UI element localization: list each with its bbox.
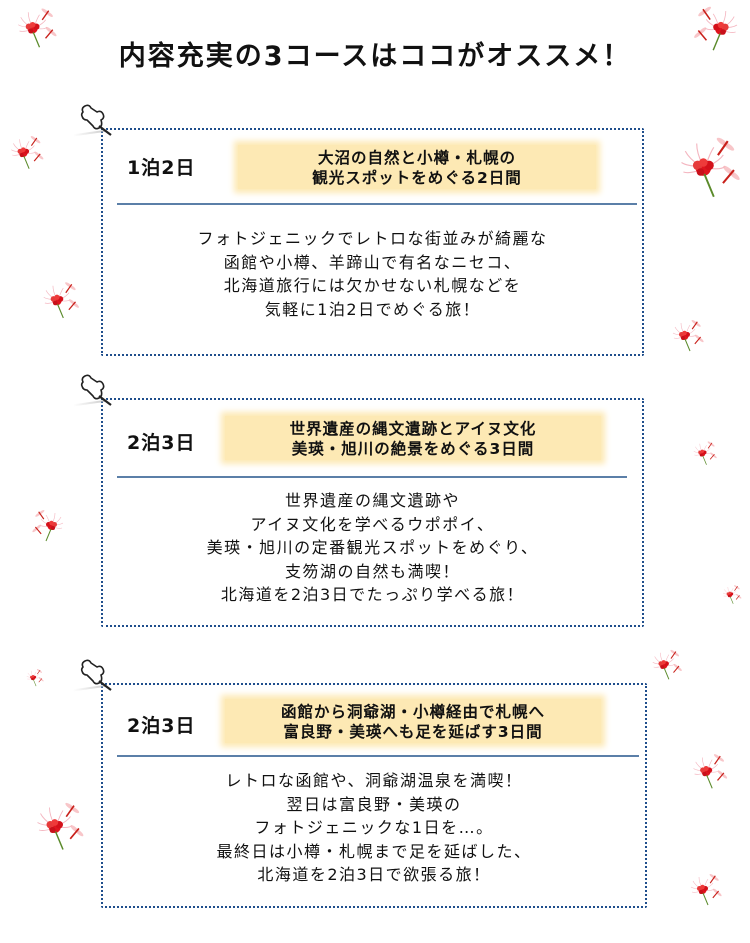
description-line: 支笏湖の自然も満喫！ xyxy=(284,561,460,581)
spider-lily-icon xyxy=(12,6,62,56)
spider-lily-icon xyxy=(6,134,48,176)
course-card-1: 1泊2日 大沼の自然と小樽・札幌の 観光スポットをめぐる2日間 フォトジェニック… xyxy=(73,128,644,356)
course-headline: 世界遺産の縄文遺跡とアイヌ文化 美瑛・旭川の絶景をめぐる3日間 xyxy=(225,416,601,460)
divider xyxy=(117,476,627,478)
headline-line-1: 函館から洞爺湖・小樽経由で札幌へ xyxy=(280,703,545,721)
headline-line-1: 世界遺産の縄文遺跡とアイヌ文化 xyxy=(289,420,537,438)
description-line: アイヌ文化を学べるウポポイ、 xyxy=(250,514,495,534)
spider-lily-icon xyxy=(38,280,84,326)
description-line: 美瑛・旭川の定番観光スポットをめぐり、 xyxy=(206,538,539,557)
spider-lily-icon xyxy=(688,4,744,60)
course-description: 世界遺産の縄文遺跡や アイヌ文化を学べるウポポイ、 美瑛・旭川の定番観光スポット… xyxy=(103,489,642,607)
description-line: 北海道を2泊3日で欲張る旅！ xyxy=(257,865,491,884)
headline-line-2: 富良野・美瑛へも足を延ばす3日間 xyxy=(283,723,543,741)
spider-lily-icon xyxy=(28,508,68,548)
divider xyxy=(117,203,637,205)
pushpin-icon xyxy=(79,374,115,408)
description-line: レトロな函館や、洞爺湖温泉を満喫！ xyxy=(225,771,523,790)
course-card-2: 2泊3日 世界遺産の縄文遺跡とアイヌ文化 美瑛・旭川の絶景をめぐる3日間 世界遺… xyxy=(73,398,644,627)
headline-line-2: 美瑛・旭川の絶景をめぐる3日間 xyxy=(291,440,535,458)
headline-line-1: 大沼の自然と小樽・札幌の xyxy=(317,149,516,167)
pushpin-icon xyxy=(79,104,115,138)
spider-lily-icon xyxy=(688,752,732,796)
description-line: 世界遺産の縄文遺跡や xyxy=(284,491,460,510)
description-line: フォトジェニックな1日を…。 xyxy=(254,818,494,837)
course-headline: 大沼の自然と小樽・札幌の 観光スポットをめぐる2日間 xyxy=(238,145,596,189)
pushpin-icon xyxy=(79,659,115,693)
description-line: 翌日は富良野・美瑛の xyxy=(286,794,462,814)
description-line: フォトジェニックでレトロな街並みが綺麗な xyxy=(197,229,548,248)
course-description: レトロな函館や、洞爺湖温泉を満喫！ 翌日は富良野・美瑛の フォトジェニックな1日… xyxy=(103,769,645,887)
spider-lily-icon xyxy=(672,134,748,210)
description-line: 気軽に1泊2日でめぐる旅！ xyxy=(264,299,481,319)
spider-lily-icon xyxy=(720,584,744,608)
course-description: フォトジェニックでレトロな街並みが綺麗な 函館や小樽、羊蹄山で有名なニセコ、 北… xyxy=(103,227,642,321)
page-title: 内容充実の3コースはココがオススメ！ xyxy=(118,41,632,72)
description-line: 北海道を2泊3日でたっぷり学べる旅！ xyxy=(220,585,525,604)
spider-lily-icon xyxy=(690,440,720,470)
description-line: 函館や小樽、羊蹄山で有名なニセコ、 xyxy=(223,252,522,272)
spider-lily-icon xyxy=(648,648,686,686)
spider-lily-icon xyxy=(668,318,708,358)
headline-line-2: 観光スポットをめぐる2日間 xyxy=(312,169,522,187)
description-line: 北海道旅行には欠かせない札幌などを xyxy=(223,276,522,295)
course-card-3: 2泊3日 函館から洞爺湖・小樽経由で札幌へ 富良野・美瑛へも足を延ばす3日間 レ… xyxy=(73,683,647,908)
spider-lily-icon xyxy=(24,668,46,690)
divider xyxy=(117,755,639,757)
course-duration: 2泊3日 xyxy=(127,432,196,454)
spider-lily-icon xyxy=(30,800,90,860)
spider-lily-icon xyxy=(686,872,726,912)
course-duration: 2泊3日 xyxy=(127,715,196,737)
description-line: 最終日は小樽・札幌まで足を延ばした、 xyxy=(216,841,532,861)
course-headline: 函館から洞爺湖・小樽経由で札幌へ 富良野・美瑛へも足を延ばす3日間 xyxy=(225,699,601,743)
course-duration: 1泊2日 xyxy=(127,157,196,179)
